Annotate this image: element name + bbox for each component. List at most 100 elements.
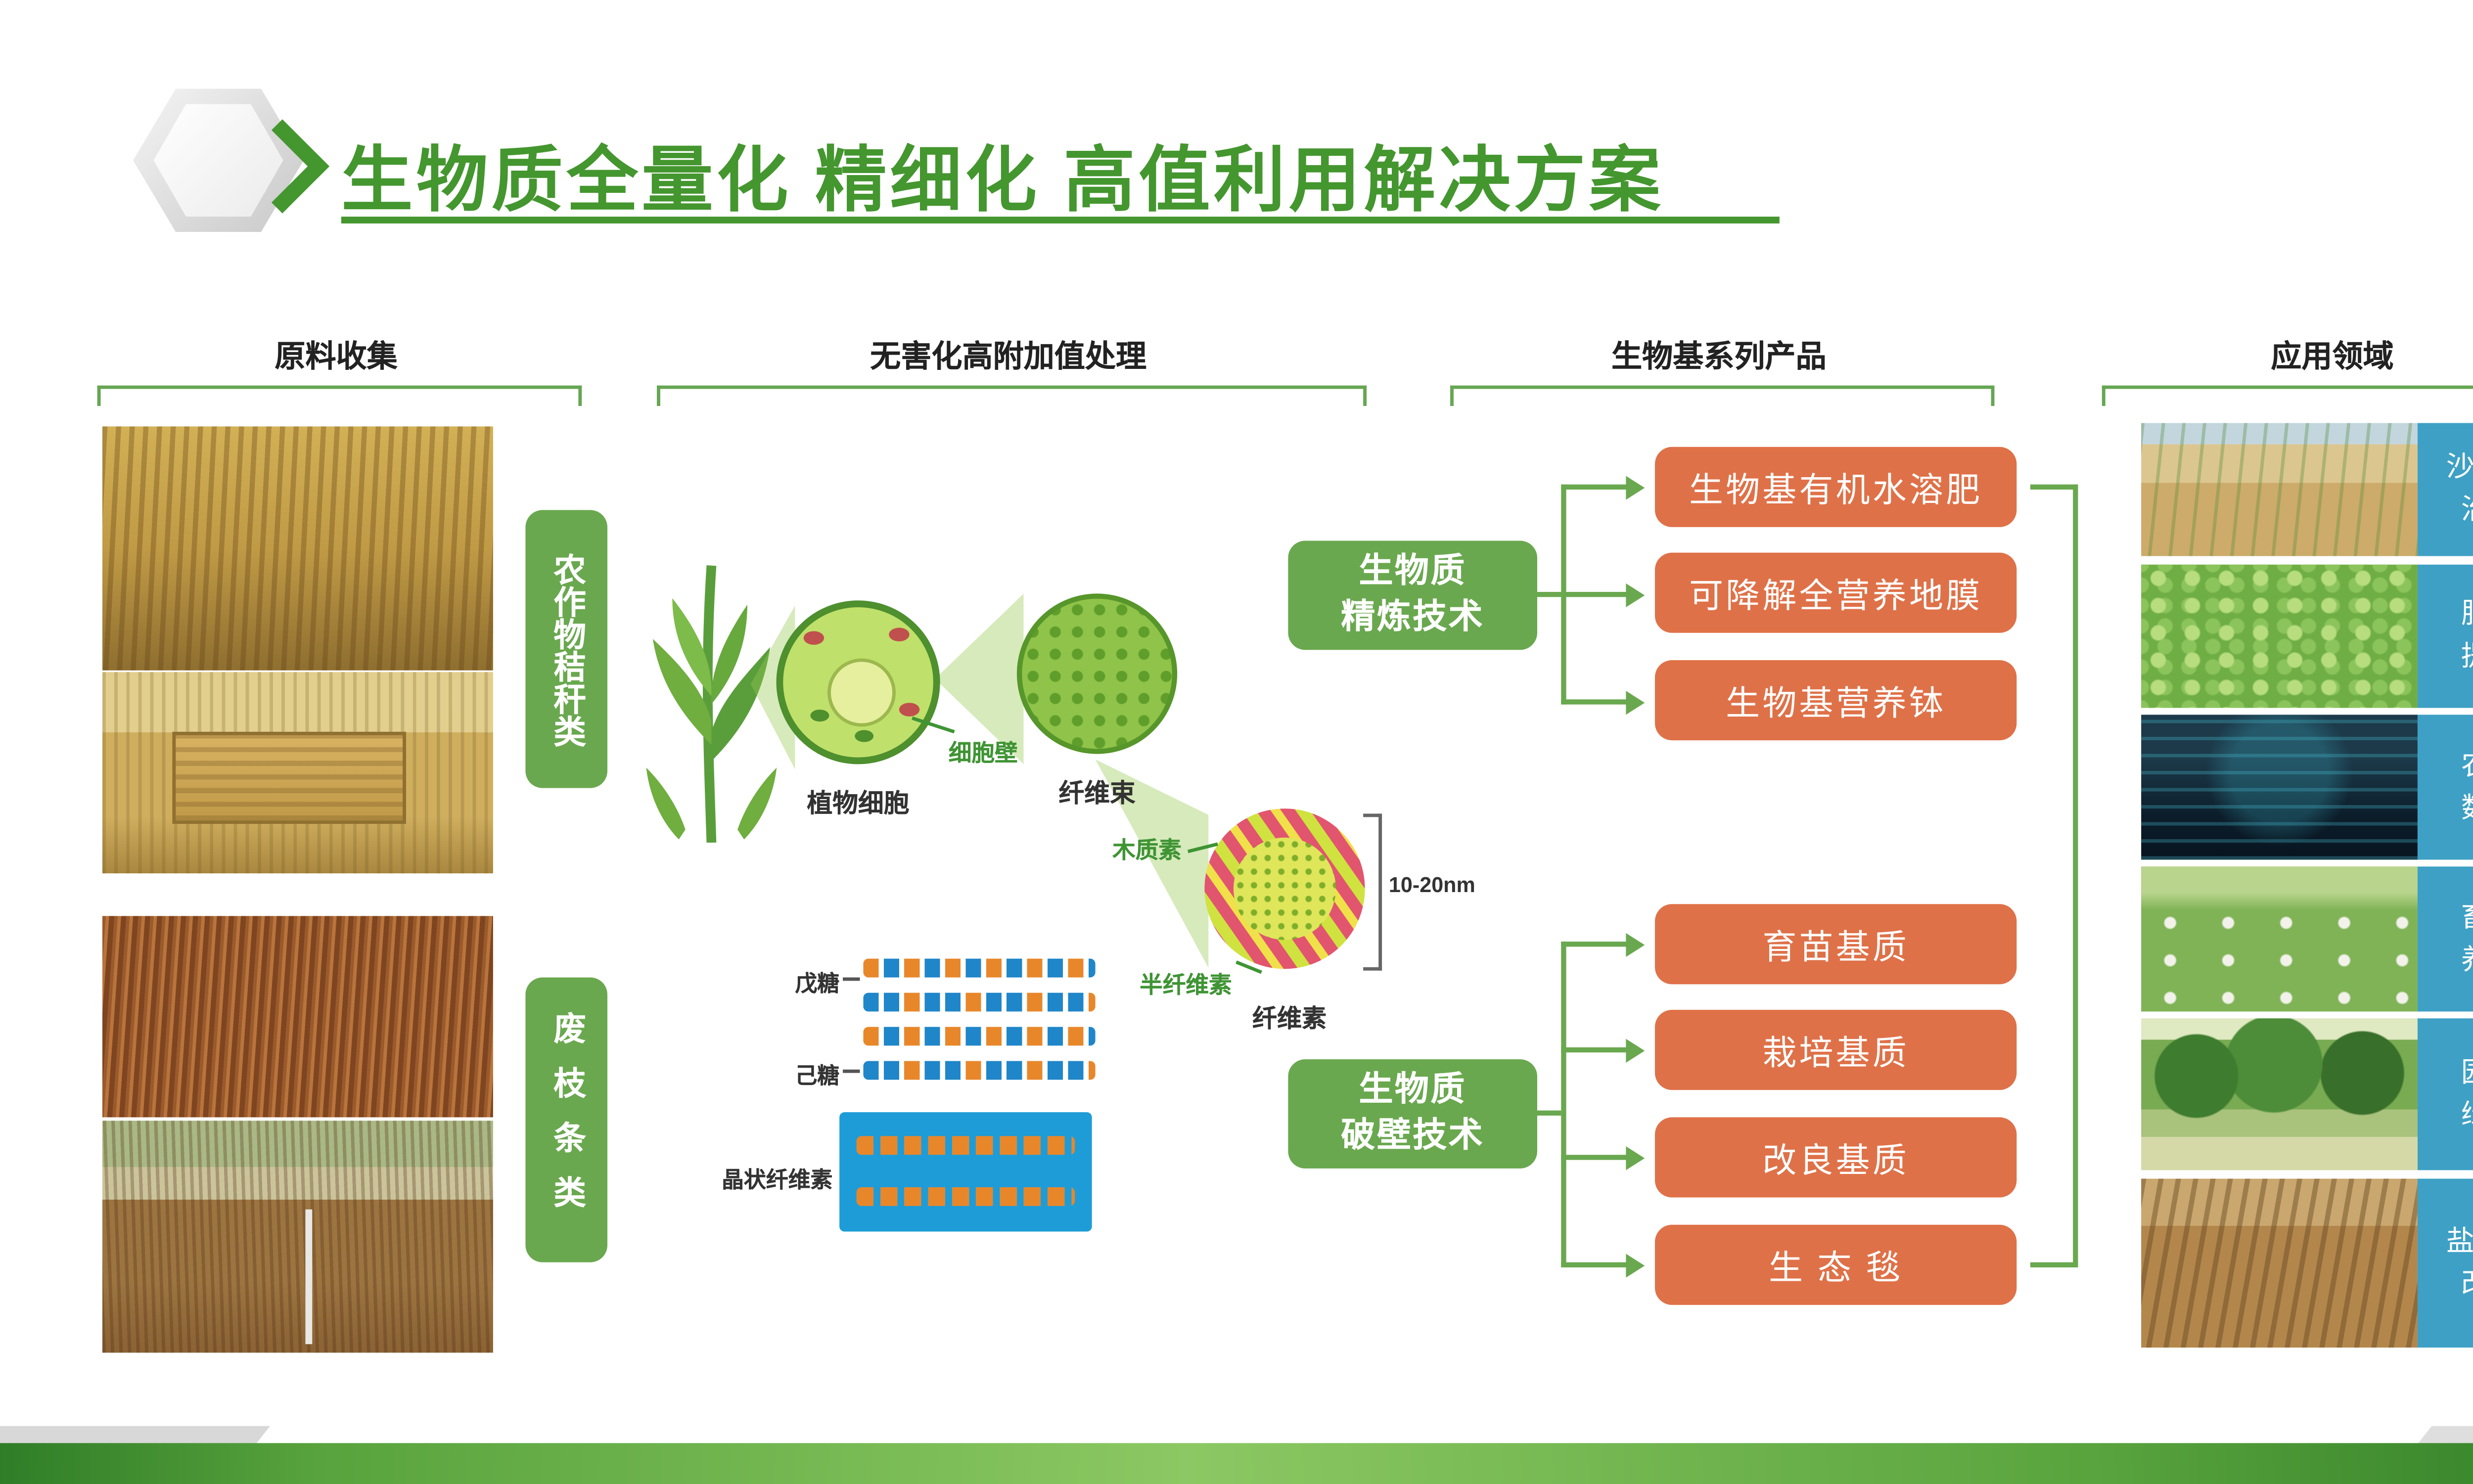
products-to-applications-bracket <box>2073 484 2078 1267</box>
tech-box-wall-breaking: 生物质 破壁技术 <box>1288 1059 1537 1169</box>
header-bracket <box>97 385 582 406</box>
cell-organelle <box>810 709 829 722</box>
agri-data-screen-photo <box>2141 715 2418 860</box>
sugar-chain-row <box>863 958 1096 978</box>
app-label-line1: 盐碱地 <box>2446 1221 2473 1263</box>
connector-line <box>1561 1047 1630 1053</box>
app-label-line2: 提升 <box>2461 636 2473 678</box>
hemicellulose-label: 半纤维素 <box>1140 972 1232 998</box>
column-header-collection: 原料收集 <box>275 339 398 374</box>
cell-nucleus <box>827 658 896 727</box>
dimension-line <box>1378 813 1382 971</box>
straw-bales-photo <box>102 672 493 874</box>
scale-label: 10-20nm <box>1388 873 1475 898</box>
product-box: 可降解全营养地膜 <box>1655 552 2017 633</box>
lignin-cross-section <box>1204 809 1365 969</box>
cellulose-chain-row <box>856 1187 1075 1206</box>
cellulose-label: 纤维素 <box>1252 1006 1327 1034</box>
app-label-line2: 数据 <box>2461 787 2473 829</box>
app-label-line2: 改良 <box>2461 1263 2473 1305</box>
product-label: 育苗基质 <box>1762 929 1909 967</box>
tech-box-refining: 生物质 精炼技术 <box>1288 540 1537 650</box>
app-label-saline-improvement: 盐碱地 改良 <box>2417 1178 2473 1348</box>
product-label: 生物基有机水溶肥 <box>1689 472 1983 510</box>
category-label: 农作物秸秆类 <box>549 551 585 747</box>
sugar-chain-row <box>863 1061 1096 1080</box>
sugar-chain-row <box>863 1027 1096 1046</box>
column-header-processing: 无害化高附加值处理 <box>870 339 1147 374</box>
lignin-label: 木质素 <box>1112 837 1182 863</box>
connector-line <box>1561 591 1630 597</box>
header-bracket <box>2102 385 2473 406</box>
straw-bale-block <box>173 732 407 824</box>
connector-line <box>1561 942 1566 1267</box>
cell-organelle <box>855 730 874 742</box>
app-label-desert-control: 沙漠化 治理 <box>2417 423 2473 556</box>
arrowhead-icon <box>1626 475 1645 499</box>
arrowhead-icon <box>1626 1253 1645 1277</box>
cell-organelle <box>803 631 824 645</box>
connector-line <box>1561 1155 1630 1160</box>
product-label: 栽培基质 <box>1762 1035 1909 1073</box>
pruned-vines-photo <box>102 1121 493 1353</box>
crystalline-cellulose-label: 晶状纤维素 <box>722 1167 833 1193</box>
cell-wall-label: 细胞壁 <box>948 740 1018 766</box>
connector-line <box>1535 1110 1561 1116</box>
cell-organelle <box>899 703 920 717</box>
plant-cell-diagram <box>776 600 940 764</box>
connector-line <box>1535 591 1561 597</box>
arrowhead-icon <box>1626 932 1645 956</box>
arrowhead-icon <box>1626 583 1645 607</box>
dimension-tick <box>1363 967 1382 971</box>
dimension-tick <box>1363 813 1382 817</box>
product-box: 育苗基质 <box>1655 904 2017 985</box>
app-label-line1: 畜牧 <box>2461 897 2473 939</box>
page-title: 生物质全量化 精细化 高值利用解决方案 <box>341 139 1664 220</box>
sugar-chain-row <box>863 992 1096 1012</box>
product-label: 生物基营养钵 <box>1726 685 1946 723</box>
connector-line <box>1561 1262 1630 1267</box>
connector-line <box>1561 699 1630 705</box>
pentose-label: 戊糖 <box>795 970 840 996</box>
arrowhead-icon <box>1626 690 1645 714</box>
corn-straw-photo <box>102 426 493 671</box>
tech-box-line2: 破壁技术 <box>1341 1117 1485 1155</box>
footer-bar <box>0 1443 2473 1484</box>
column-header-applications: 应用领域 <box>2271 339 2394 374</box>
app-label-line1: 农业 <box>2461 745 2473 787</box>
header-bracket <box>657 385 1367 406</box>
connector-line <box>1561 942 1630 947</box>
app-label-line2: 治理 <box>2461 490 2473 532</box>
saline-soil-photo <box>2141 1178 2418 1348</box>
sheep-pasture-photo <box>2141 866 2418 1012</box>
header-bracket <box>1450 385 1995 406</box>
arrowhead-icon <box>1626 1038 1645 1062</box>
app-label-livestock: 畜牧 养殖 <box>2417 866 2473 1012</box>
tech-box-line1: 生物质 <box>1359 1071 1466 1109</box>
products-to-applications-bracket-top <box>2030 484 2078 490</box>
desert-control-photo <box>2141 423 2418 556</box>
category-pill-waste-branches: 废枝条类 <box>525 977 608 1262</box>
pentose-tick <box>843 977 860 981</box>
cellulose-chain-row <box>856 1136 1075 1155</box>
product-box: 生物基有机水溶肥 <box>1655 447 2017 527</box>
hexagon-bullet-inner <box>153 104 283 217</box>
lignin-core <box>1233 837 1336 940</box>
product-label: 改良基质 <box>1762 1143 1909 1181</box>
product-box: 生物基营养钵 <box>1655 660 2017 741</box>
product-label: 可降解全营养地膜 <box>1689 578 1983 616</box>
product-box: 生 态 毯 <box>1655 1224 2017 1305</box>
fiber-bundle-label: 纤维束 <box>1058 779 1136 809</box>
cell-organelle <box>889 628 910 642</box>
hexose-label: 己糖 <box>795 1063 840 1088</box>
app-label-line2: 养殖 <box>2461 939 2473 981</box>
app-label-line1: 沙漠化 <box>2446 448 2473 490</box>
app-label-line2: 绿化 <box>2461 1094 2473 1136</box>
crystalline-cellulose-box <box>839 1112 1092 1232</box>
cabbage-field-photo <box>2141 564 2418 708</box>
tech-box-line2: 精炼技术 <box>1341 598 1485 636</box>
column-header-products: 生物基系列产品 <box>1611 339 1827 374</box>
products-to-applications-bracket-bottom <box>2030 1262 2078 1267</box>
plant-cell-label: 植物细胞 <box>807 790 910 819</box>
